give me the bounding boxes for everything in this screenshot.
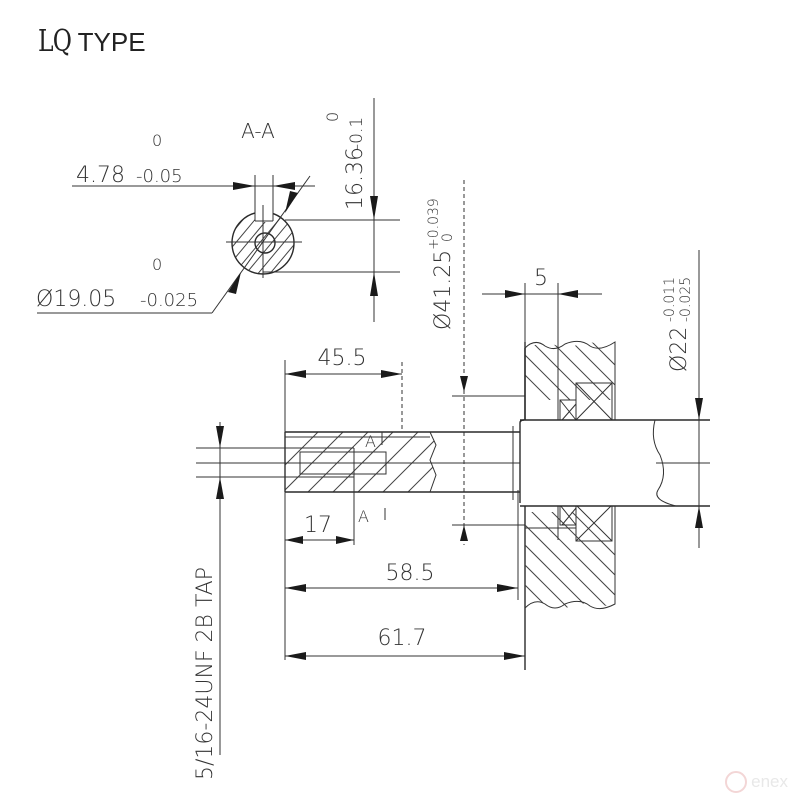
key-depth-lower-tol: -0.1 (347, 117, 367, 150)
title-suffix: TYPE (77, 27, 146, 57)
crank-diameter-upper-tol: -0.011 (662, 277, 678, 322)
flange-bore-value: Ø41.25 (431, 250, 456, 330)
inner-length-value: 58.5 (386, 561, 435, 586)
shaft-diameter-lower-tol: -0.025 (140, 290, 198, 311)
section-a-a-view: A-A 4.78 0 -0.05 Ø19.05 0 (36, 98, 400, 322)
crank-diameter-value: Ø22 (667, 327, 692, 372)
shaft-diameter-upper-tol: 0 (152, 255, 162, 274)
flange-bore-upper-tol: +0.039 (426, 198, 442, 250)
key-width-value: 4.78 (76, 163, 125, 188)
watermark-logo-icon (725, 771, 748, 793)
flange-bore-lower-tol: 0 (440, 233, 456, 242)
section-mark-upper: A (365, 432, 376, 451)
key-width-lower-tol: -0.05 (136, 166, 183, 187)
key-depth-value: 16.36 (343, 147, 368, 210)
key-width-upper-tol: 0 (152, 131, 162, 150)
keyway-length-value: 45.5 (318, 346, 367, 371)
shaft-diameter-value: Ø19.05 (36, 287, 116, 312)
key-depth-upper-tol: 0 (323, 112, 342, 122)
watermark: enex (725, 771, 788, 793)
shaft-side-view: Ø41.25 +0.039 0 A A (193, 180, 710, 780)
watermark-text: enex (751, 772, 788, 791)
section-mark-lower: A (358, 507, 369, 526)
total-length-value: 61.7 (378, 626, 427, 651)
section-label: A-A (241, 119, 275, 143)
seal-width-value: 5 (534, 266, 548, 291)
thread-callout: 5/16-24UNF 2B TAP (193, 567, 218, 780)
crank-diameter-lower-tol: -0.025 (678, 277, 694, 322)
title-prefix: LQ (38, 24, 72, 59)
drawing-title: LQ TYPE (38, 24, 146, 59)
tap-depth-value: 17 (304, 513, 332, 538)
